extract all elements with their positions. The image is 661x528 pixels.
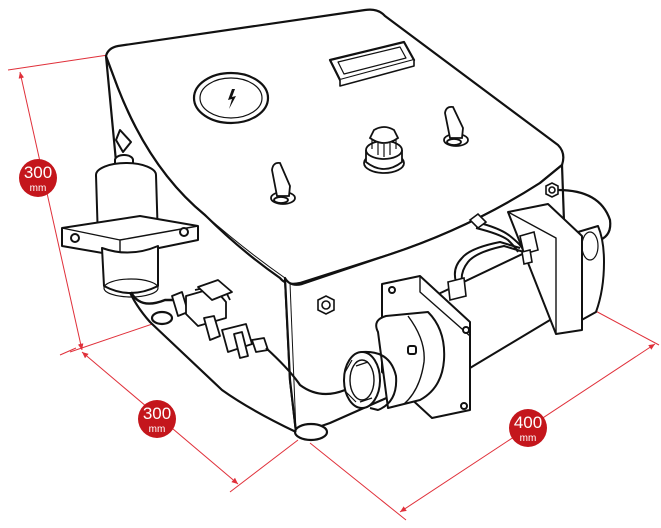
pump-pipe [453,221,525,285]
tubing [265,347,346,396]
tubing [129,291,180,305]
tubing [557,188,612,242]
cabinet-foot [150,310,174,326]
depth-unit: mm [149,424,166,435]
height-dimension-line [18,71,84,351]
height-value: 300 [24,163,52,182]
cabinet-edges [117,87,297,433]
filter-assembly [61,129,199,298]
length-badge: 400 mm [509,409,547,447]
length-unit: mm [520,433,537,444]
height-badge: 300 mm [19,159,57,197]
gauge-icon [192,71,270,125]
length-extension-left [309,442,407,521]
height-unit: mm [30,183,47,194]
panel-fitting [317,295,335,315]
panel-fitting [545,182,559,198]
height-extension-top [7,54,109,71]
cabinet-foot [293,422,329,442]
length-extension-right [589,307,660,346]
pump-assembly [343,203,605,419]
toggle-switch-icon[interactable] [270,161,296,205]
length-value: 400 [514,413,542,432]
depth-value: 300 [143,404,171,423]
depth-extension-right [229,439,299,493]
pump-fitting [447,212,539,301]
toggle-switch-icon[interactable] [443,105,469,147]
knob-icon [363,126,405,174]
valve-fittings [171,279,269,359]
lcd-display-icon [328,40,416,87]
depth-extension-left [59,347,77,356]
depth-badge: 300 mm [138,400,176,438]
